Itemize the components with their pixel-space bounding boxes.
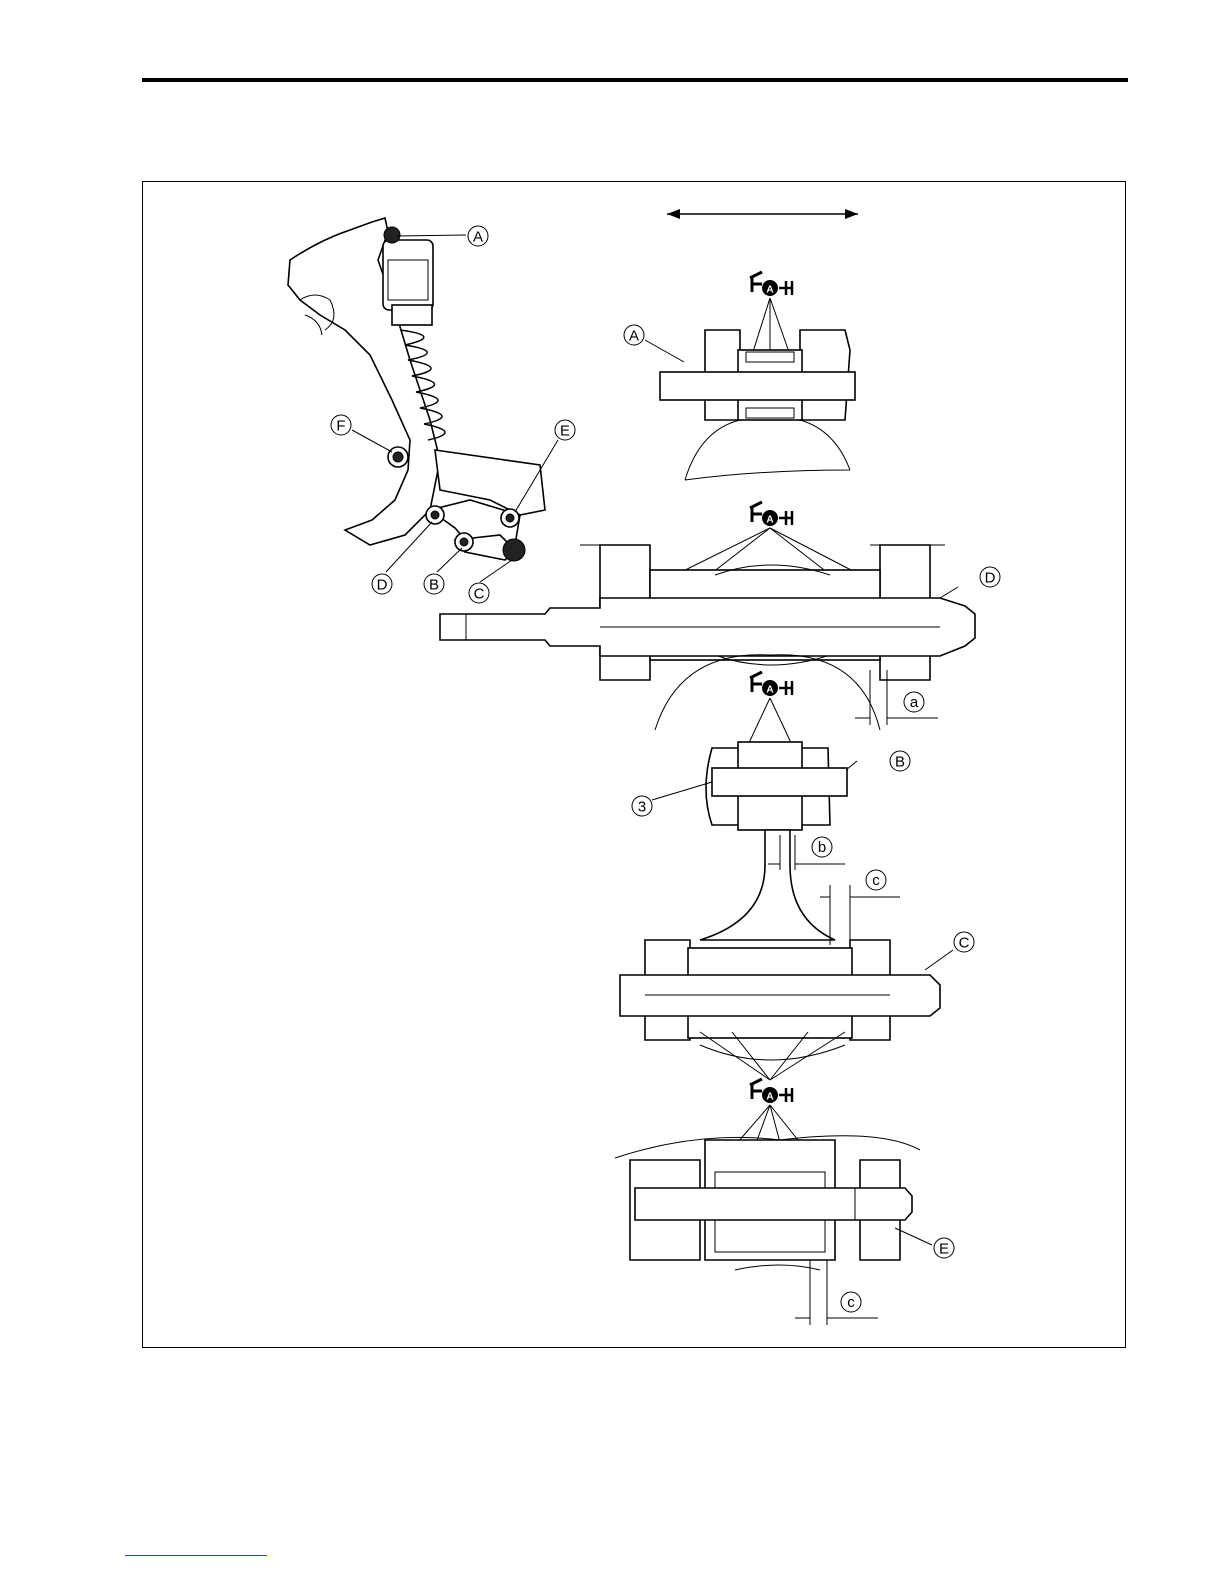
grease-gun-icon [750,1079,792,1103]
svg-text:b: b [818,839,826,856]
callout-C-left: C [469,583,489,603]
svg-text:E: E [560,423,570,440]
svg-text:B: B [429,577,439,594]
svg-text:E: E [939,1241,949,1258]
svg-text:D: D [985,570,996,587]
svg-text:D: D [377,577,388,594]
svg-text:A: A [629,328,639,345]
callout-A-top: A [468,226,488,246]
svg-text:A: A [473,229,483,246]
grease-gun-icon [750,272,792,296]
callout-E-section: E [934,1238,954,1258]
grease-gun-icon [750,502,792,526]
callout-B-section: B [890,751,910,771]
callout-D-section: D [980,567,1000,587]
svg-text:C: C [474,586,485,603]
callout-A-section: A [624,325,644,345]
callout-c-upper: c [866,870,886,890]
svg-text:F: F [336,418,345,435]
callout-b: b [812,837,832,857]
callout-a: a [904,692,924,712]
suspension-overview [288,218,558,582]
section-D [440,502,975,730]
svg-text:c: c [872,872,880,889]
svg-text:C: C [959,935,970,952]
double-arrow-icon [667,209,858,219]
callout-E-left: E [555,420,575,440]
callout-c-lower: c [841,1292,861,1312]
section-B [652,672,857,940]
callout-C-section: C [954,932,974,952]
section-E [615,1079,932,1325]
callout-F: F [331,415,351,435]
section-A [645,272,855,480]
svg-text:B: B [895,754,905,771]
grease-gun-icon [750,672,792,696]
svg-text:a: a [910,694,919,711]
footer-link-underline[interactable] [125,1555,267,1556]
svg-text:c: c [847,1294,855,1311]
svg-text:3: 3 [638,799,646,816]
callout-D-left: D [372,574,392,594]
callout-B-left: B [424,574,444,594]
callout-3: 3 [632,796,652,816]
